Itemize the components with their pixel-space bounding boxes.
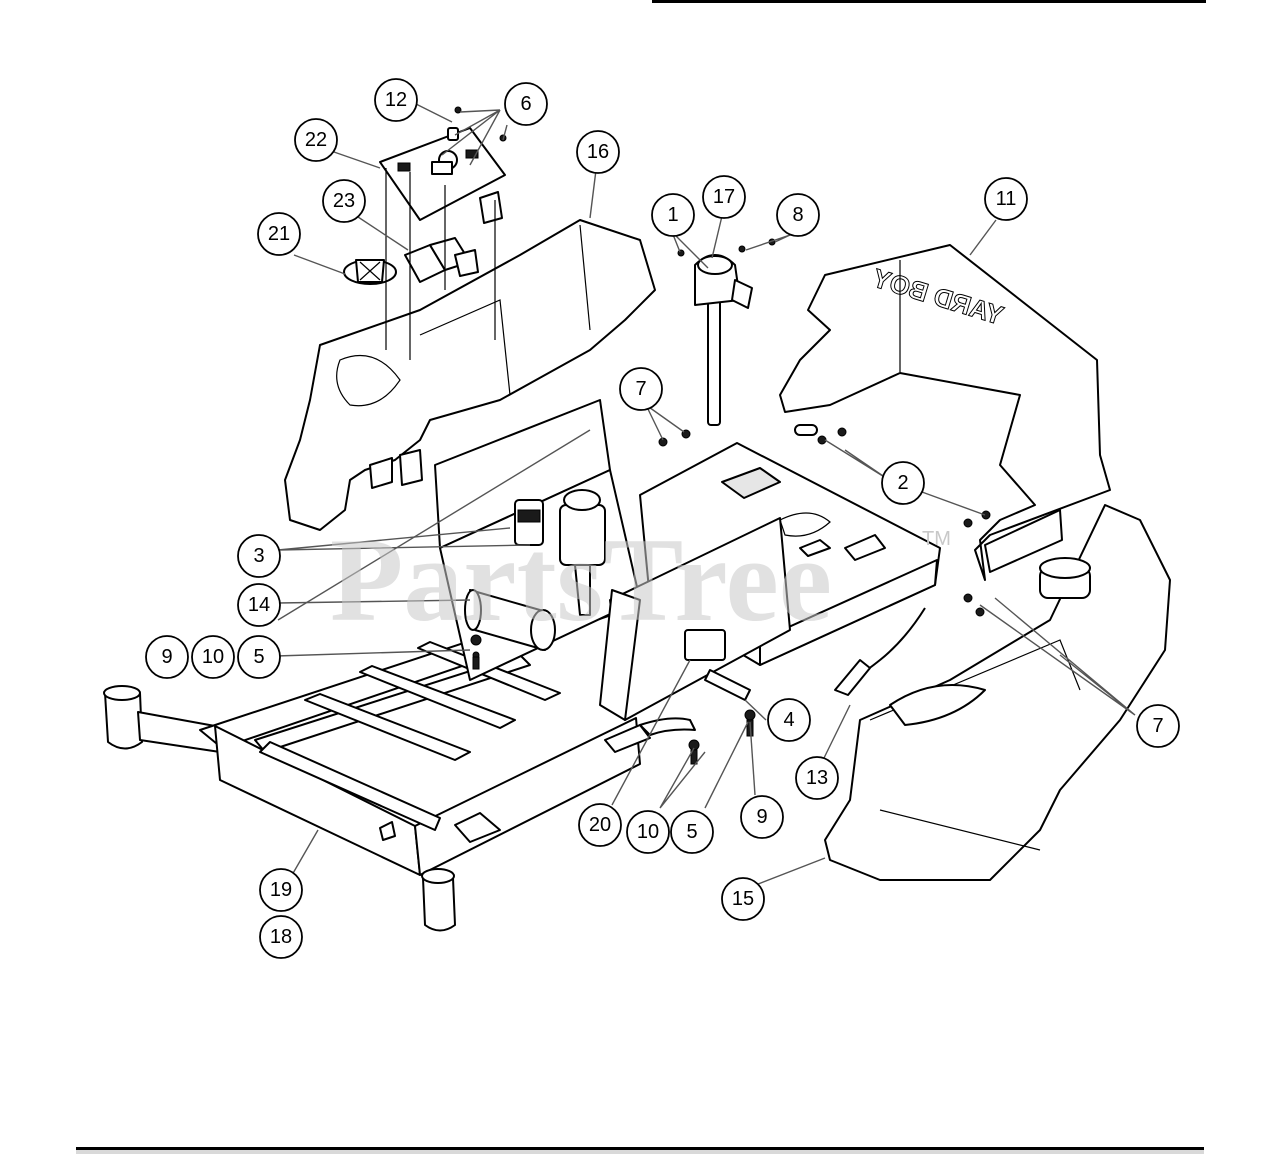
callout-circle: [767, 698, 811, 742]
callout-label: 1: [667, 204, 678, 226]
callout-label: 5: [686, 821, 697, 843]
callout-label: 10: [202, 646, 224, 668]
watermark-tm: TM: [922, 528, 951, 550]
callout-label: 13: [806, 767, 828, 789]
callout-label: 14: [248, 594, 270, 616]
callout-label: 10: [637, 821, 659, 843]
callout-circle: [702, 175, 746, 219]
callout-12: 12: [374, 78, 418, 122]
callout-20: 20: [578, 803, 622, 847]
callout-circle: [1136, 704, 1180, 748]
bottom-bar: [76, 1147, 1204, 1154]
callout-label: 16: [587, 141, 609, 163]
callout-10: 10: [191, 635, 235, 679]
callout-3: 3: [237, 534, 281, 578]
callout-circle: [984, 177, 1028, 221]
callout-5: 5: [670, 810, 714, 854]
callout-circle: [191, 635, 235, 679]
callout-17: 17: [702, 175, 746, 219]
callout-label: 21: [268, 223, 290, 245]
callout-circle: [237, 583, 281, 627]
callout-label: 15: [732, 888, 754, 910]
callout-label: 12: [385, 89, 407, 111]
callout-circle: [259, 915, 303, 959]
callout-circle: [619, 367, 663, 411]
callout-circle: [740, 795, 784, 839]
callout-7: 7: [1136, 704, 1180, 748]
callout-10: 10: [626, 810, 670, 854]
callout-label: 5: [253, 646, 264, 668]
callout-circle: [145, 635, 189, 679]
callout-circle: [237, 635, 281, 679]
callout-circle: [651, 193, 695, 237]
callout-label: 7: [1152, 715, 1163, 737]
callout-label: 23: [333, 190, 355, 212]
callout-23: 23: [322, 179, 366, 223]
callout-5: 5: [237, 635, 281, 679]
callout-18: 18: [259, 915, 303, 959]
callout-label: 19: [270, 879, 292, 901]
callout-circle: [374, 78, 418, 122]
callout-circle: [504, 82, 548, 126]
callout-1: 1: [651, 193, 695, 237]
callout-label: 17: [713, 186, 735, 208]
callout-15: 15: [721, 877, 765, 921]
callout-label: 2: [897, 472, 908, 494]
callout-label: 4: [783, 709, 794, 731]
callout-label: 7: [635, 378, 646, 400]
callout-8: 8: [776, 193, 820, 237]
callout-19: 19: [259, 868, 303, 912]
callout-circle: [259, 868, 303, 912]
callout-label: 6: [520, 93, 531, 115]
callout-label: 20: [589, 814, 611, 836]
top-rule: [652, 0, 1206, 3]
callout-14: 14: [237, 583, 281, 627]
callout-13: 13: [795, 756, 839, 800]
seat-pan: YARD BOY: [779, 244, 1111, 581]
callout-circle: [322, 179, 366, 223]
callout-circle: [626, 810, 670, 854]
callout-21: 21: [257, 212, 301, 256]
callout-label: 22: [305, 129, 327, 151]
callout-2: 2: [881, 461, 925, 505]
callout-label: 9: [756, 806, 767, 828]
steering-column: [677, 238, 776, 426]
callout-label: 18: [270, 926, 292, 948]
partstree-watermark: PartsTree TM: [330, 513, 951, 646]
callout-label: 11: [996, 188, 1017, 210]
callout-circle: [776, 193, 820, 237]
callout-label: 9: [161, 646, 172, 668]
callout-4: 4: [767, 698, 811, 742]
callout-6: 6: [504, 82, 548, 126]
callout-label: 3: [253, 545, 264, 567]
callout-circle: [578, 803, 622, 847]
control-mount-plates: [434, 399, 791, 736]
callout-22: 22: [294, 118, 338, 162]
callout-circle: [795, 756, 839, 800]
callout-circle: [294, 118, 338, 162]
callout-16: 16: [576, 130, 620, 174]
fuel-line: [834, 607, 926, 696]
callout-7: 7: [619, 367, 663, 411]
callout-9: 9: [145, 635, 189, 679]
callout-circle: [881, 461, 925, 505]
callout-9: 9: [740, 795, 784, 839]
callout-circle: [721, 877, 765, 921]
callout-11: 11: [984, 177, 1028, 221]
callout-label: 8: [792, 204, 803, 226]
callout-circle: [576, 130, 620, 174]
watermark-text: PartsTree: [330, 513, 832, 646]
left-fender: [284, 219, 656, 531]
callout-circle: [670, 810, 714, 854]
callout-circle: [257, 212, 301, 256]
right-fender: [824, 504, 1171, 881]
control-panel: [343, 127, 506, 360]
callout-circle: [237, 534, 281, 578]
